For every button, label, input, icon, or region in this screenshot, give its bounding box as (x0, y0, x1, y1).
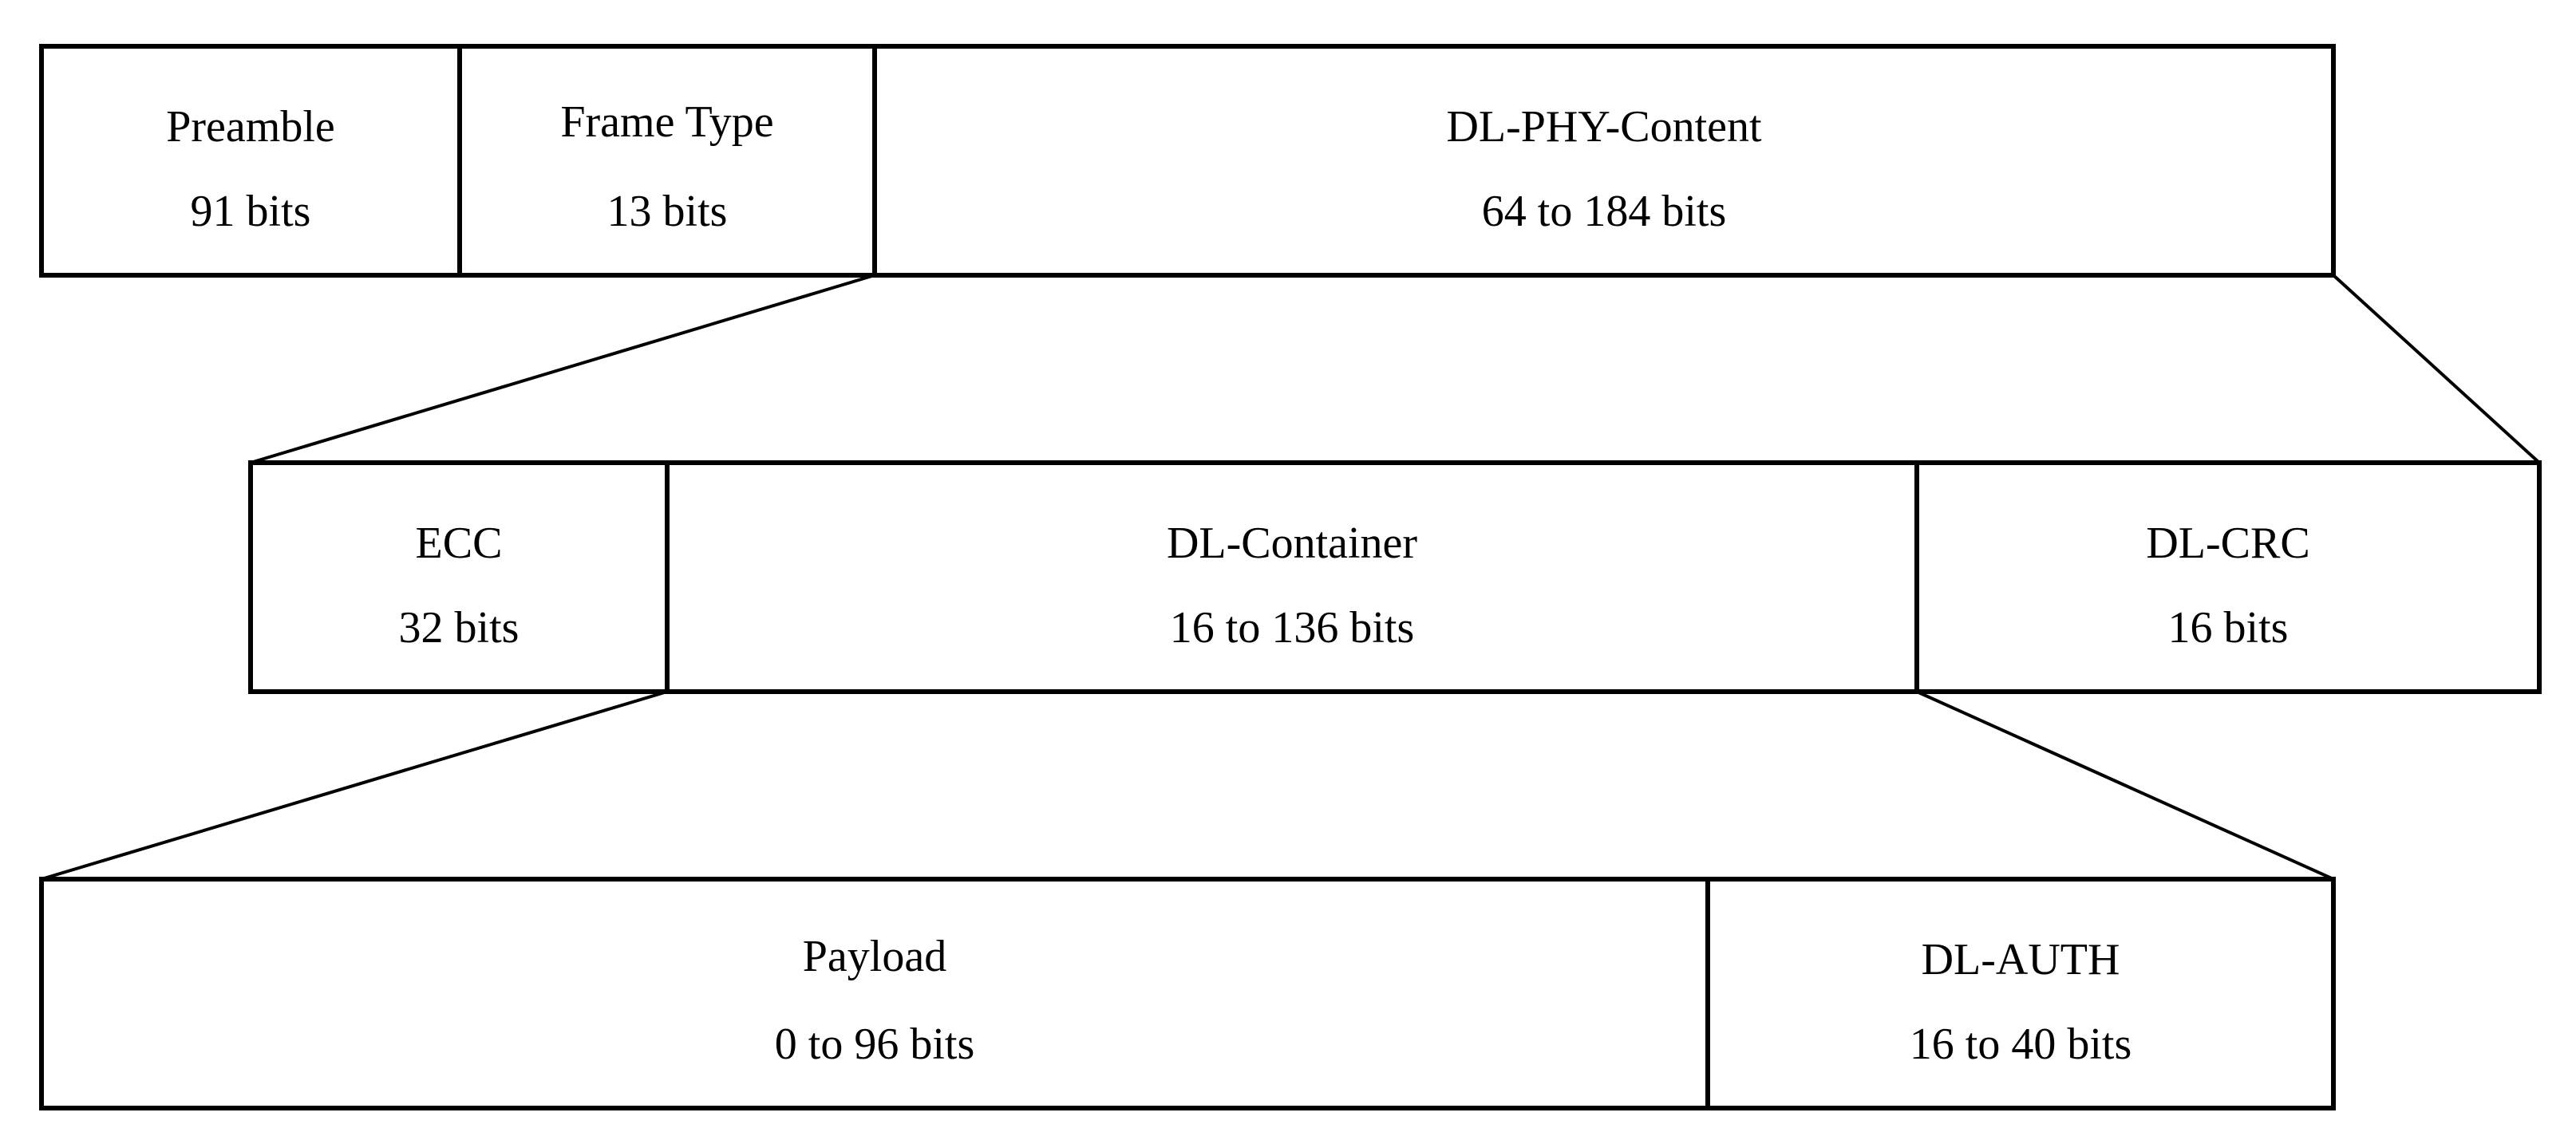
payload-size: 0 to 96 bits (775, 1020, 974, 1069)
payload-field (39, 877, 1710, 1110)
ecc-name: ECC (416, 519, 503, 568)
connector-dl-phy-content-right (2332, 274, 2541, 464)
connector-dl-container-left (41, 690, 668, 881)
dl-container-size: 16 to 136 bits (1170, 603, 1414, 653)
dl-crc-size: 16 bits (2168, 603, 2289, 653)
dl-container-field (665, 460, 1919, 694)
dl-crc-name: DL-CRC (2146, 519, 2309, 568)
preamble-field (39, 44, 462, 278)
dl-auth-field (1705, 877, 2336, 1110)
connector-dl-phy-content-left (250, 274, 875, 464)
connectors (41, 274, 2541, 881)
dl-phy-content-row: ECC 32 bits DL-Container 16 to 136 bits … (248, 460, 2542, 694)
dl-phy-content-field (872, 44, 2336, 278)
dl-auth-name: DL-AUTH (1922, 935, 2120, 984)
dl-container-name: DL-Container (1167, 519, 1417, 568)
connector-dl-container-right (1916, 690, 2334, 881)
dl-phy-content-size: 64 to 184 bits (1482, 187, 1726, 236)
ecc-size: 32 bits (399, 603, 520, 653)
frame-type-field (457, 44, 877, 278)
dl-auth-size: 16 to 40 bits (1910, 1020, 2132, 1069)
dl-container-row: Payload 0 to 96 bits DL-AUTH 16 to 40 bi… (39, 877, 2336, 1110)
frame-type-size: 13 bits (607, 187, 728, 236)
preamble-name: Preamble (166, 102, 334, 152)
frame-type-name: Frame Type (560, 97, 773, 147)
ecc-field (248, 460, 670, 694)
preamble-size: 91 bits (191, 187, 311, 236)
payload-name: Payload (803, 932, 946, 981)
dl-phy-content-name: DL-PHY-Content (1446, 102, 1762, 152)
frame-row: Preamble 91 bits Frame Type 13 bits DL-P… (39, 44, 2336, 278)
dl-crc-field (1914, 460, 2542, 694)
